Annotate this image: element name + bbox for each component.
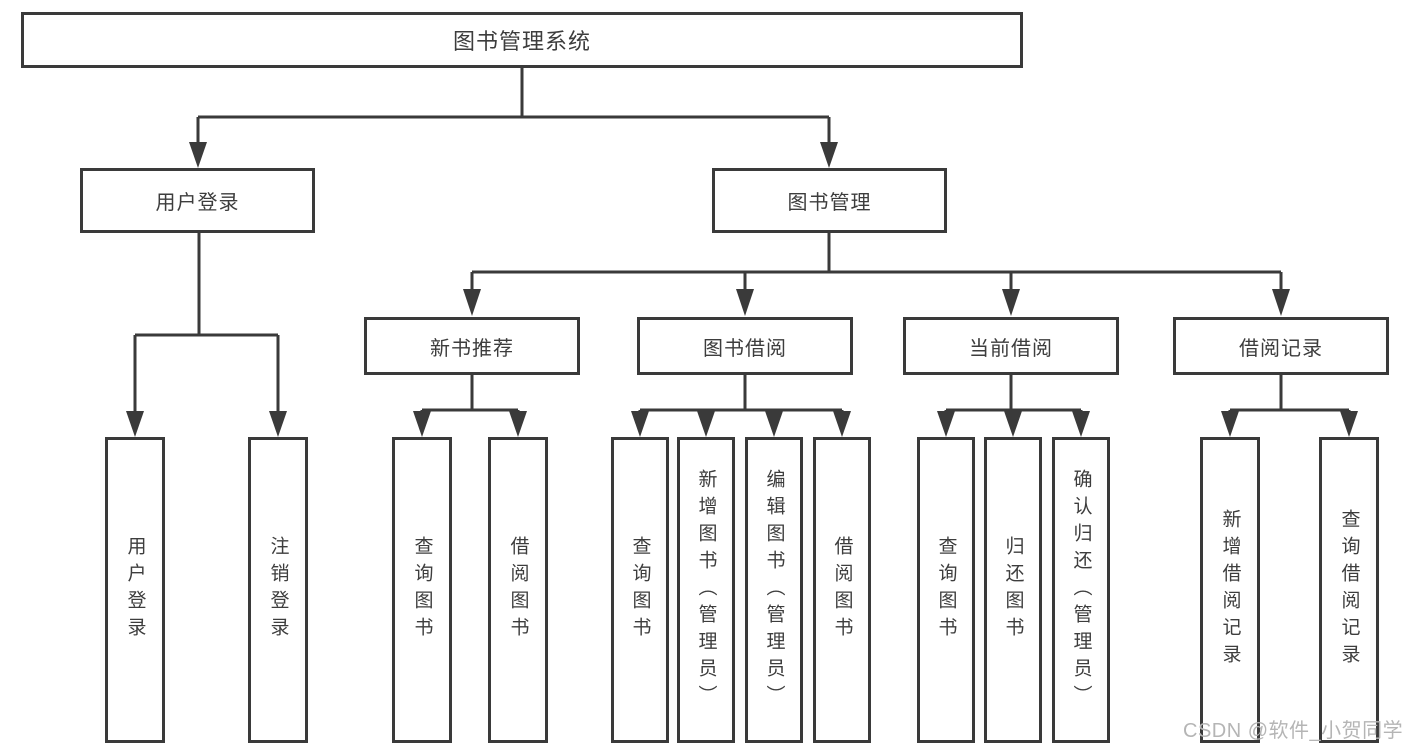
node-book-borrowing-label: 图书借阅 (703, 337, 787, 360)
leaf-add-borrow-record: 新增借阅记录 (1200, 437, 1260, 743)
leaf-borrowing-query-books-label: 查询图书 (629, 536, 651, 644)
node-borrowing-records: 借阅记录 (1173, 317, 1389, 375)
leaf-borrowing-borrow-books-label: 借阅图书 (831, 536, 853, 644)
leaf-query-borrow-record-label: 查询借阅记录 (1338, 509, 1360, 671)
arrowheads (126, 142, 1358, 437)
leaf-confirm-return-admin-label: 确认归还（管理员） (1070, 468, 1092, 712)
leaf-current-query-books-label: 查询图书 (935, 536, 957, 644)
leaf-current-query-books: 查询图书 (917, 437, 975, 743)
tree-edges (133, 66, 1351, 418)
leaf-recommend-borrow-books-label: 借阅图书 (507, 536, 529, 644)
node-current-borrowing-label: 当前借阅 (969, 337, 1053, 360)
leaf-user-login-label: 用户登录 (124, 536, 146, 644)
leaf-return-books: 归还图书 (984, 437, 1042, 743)
leaf-logout: 注销登录 (248, 437, 308, 743)
leaf-query-borrow-record: 查询借阅记录 (1319, 437, 1379, 743)
node-new-book-recommend-label: 新书推荐 (430, 337, 514, 360)
node-book-borrowing: 图书借阅 (637, 317, 853, 375)
node-user-login-label: 用户登录 (155, 192, 240, 214)
node-root-label: 图书管理系统 (452, 29, 591, 54)
node-user-login-branch: 用户登录 (80, 168, 315, 233)
leaf-borrowing-borrow-books: 借阅图书 (813, 437, 871, 743)
leaf-edit-books-admin-label: 编辑图书（管理员） (763, 468, 785, 712)
leaf-recommend-query-books: 查询图书 (392, 437, 452, 743)
node-book-management-label: 图书管理 (787, 192, 872, 214)
node-new-book-recommend: 新书推荐 (364, 317, 580, 375)
node-borrowing-records-label: 借阅记录 (1239, 337, 1323, 360)
leaf-recommend-query-books-label: 查询图书 (411, 536, 433, 644)
leaf-logout-label: 注销登录 (267, 536, 289, 644)
leaf-borrowing-query-books: 查询图书 (611, 437, 669, 743)
leaf-user-login: 用户登录 (105, 437, 165, 743)
leaf-confirm-return-admin: 确认归还（管理员） (1052, 437, 1110, 743)
leaf-edit-books-admin: 编辑图书（管理员） (745, 437, 803, 743)
node-root-system: 图书管理系统 (21, 12, 1023, 68)
node-current-borrowing: 当前借阅 (903, 317, 1119, 375)
csdn-watermark: CSDN @软件_小贺同学 (1183, 720, 1404, 742)
node-book-management-branch: 图书管理 (712, 168, 947, 233)
leaf-return-books-label: 归还图书 (1002, 536, 1024, 644)
leaf-recommend-borrow-books: 借阅图书 (488, 437, 548, 743)
leaf-add-books-admin-label: 新增图书（管理员） (695, 468, 717, 712)
leaf-add-books-admin: 新增图书（管理员） (677, 437, 735, 743)
leaf-add-borrow-record-label: 新增借阅记录 (1219, 509, 1241, 671)
